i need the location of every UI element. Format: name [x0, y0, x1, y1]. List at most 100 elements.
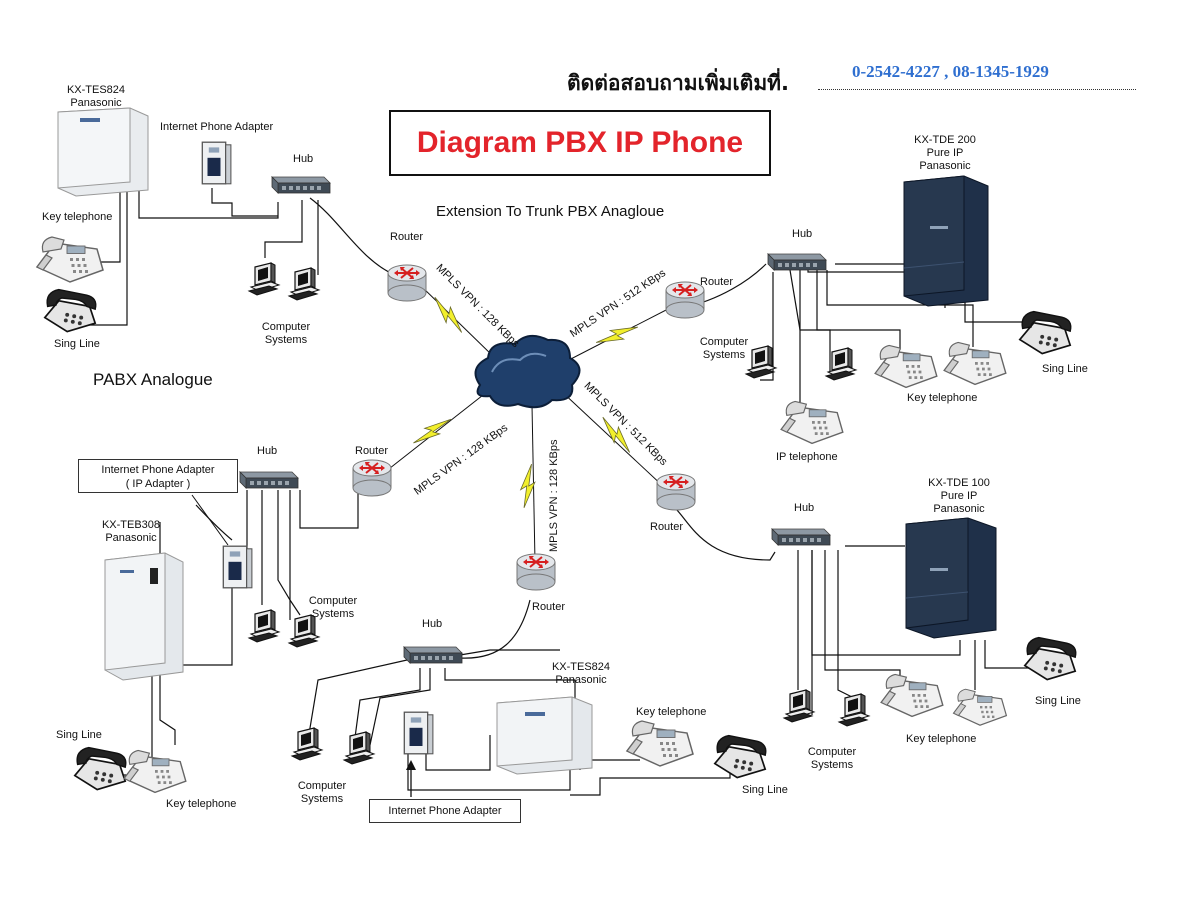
computer-label: Computer — [699, 336, 749, 348]
pbx-brand-label: Panasonic — [933, 503, 985, 515]
computer-label: Computer — [297, 780, 347, 792]
adapter-callout-box: Internet Phone Adapter — [369, 799, 521, 823]
telephone-icon — [713, 734, 767, 779]
key-telephone-icon — [874, 344, 938, 389]
pbx-model-label: KX-TDE 100 — [928, 477, 990, 489]
hub-icon — [771, 528, 831, 546]
contact-phone-numbers[interactable]: 0-2542-4227 , 08-1345-1929 — [852, 62, 1049, 81]
adapter-callout-box: Internet Phone Adapter ( IP Adapter ) — [78, 459, 238, 493]
key-telephone-label: Key telephone — [907, 392, 978, 404]
lightning-icon — [593, 317, 641, 352]
hub-icon — [271, 176, 331, 194]
pbx-model-label: KX-TES824 — [66, 84, 126, 96]
pbx-type-label: Pure IP — [926, 147, 964, 159]
hub-label: Hub — [792, 228, 813, 240]
pbx-brand-label: Panasonic — [919, 160, 971, 172]
pbx-model-label: KX-TDE 200 — [914, 134, 976, 146]
pbx-type-label: Pure IP — [940, 490, 978, 502]
key-telephone-icon — [123, 749, 187, 794]
router-icon — [352, 459, 392, 497]
sing-line-label: Sing Line — [56, 729, 102, 741]
hub-label: Hub — [422, 618, 443, 630]
telephone-icon — [1023, 636, 1077, 681]
contact-dotted-line — [818, 89, 1136, 90]
computer-label: Computer — [308, 595, 358, 607]
telephone-icon — [73, 746, 127, 791]
pbx-icon — [496, 696, 593, 775]
computer-icon — [248, 609, 280, 643]
hub-label: Hub — [257, 445, 278, 457]
adapter-icon — [222, 545, 253, 589]
computer-icon — [291, 727, 323, 761]
pbx-icon — [905, 517, 997, 639]
contact-label: ติดต่อสอบถามเพิ่มเติมที่. — [567, 71, 789, 95]
pbx-icon — [903, 175, 989, 307]
router-label: Router — [390, 231, 424, 243]
adapter-label: Internet Phone Adapter — [388, 805, 502, 817]
key-telephone-icon — [36, 236, 104, 283]
sing-line-label: Sing Line — [54, 338, 100, 350]
router-icon — [516, 553, 556, 591]
hub-label: Hub — [794, 502, 815, 514]
router-label: Router — [650, 521, 684, 533]
title-box: Diagram PBX IP Phone — [389, 110, 771, 176]
pbx-brand-label: Panasonic — [555, 674, 607, 686]
subtitle: Extension To Trunk PBX Anagloue — [436, 203, 665, 220]
cloud-icon — [474, 334, 581, 409]
telephone-icon — [43, 288, 97, 333]
key-telephone-icon — [952, 688, 1008, 726]
adapter-label: Internet Phone Adapter — [160, 121, 274, 133]
pbx-icon — [104, 552, 184, 681]
sing-line-label: Sing Line — [1042, 363, 1088, 375]
pabx-analogue-label: PABX Analogue — [93, 370, 213, 389]
router-label: Router — [532, 601, 566, 613]
adapter-icon — [201, 141, 232, 185]
adapter-label: Internet Phone Adapter — [101, 464, 215, 476]
hub-icon — [767, 253, 827, 271]
key-telephone-label: Key telephone — [166, 798, 237, 810]
callout-arrow — [406, 760, 416, 797]
systems-label: Systems — [311, 608, 355, 620]
pbx-brand-label: Panasonic — [70, 97, 122, 109]
key-telephone-icon — [780, 400, 844, 445]
systems-label: Systems — [810, 759, 854, 771]
hub-icon — [403, 646, 463, 664]
systems-label: Systems — [702, 349, 746, 361]
systems-label: Systems — [264, 334, 308, 346]
pbx-model-label: KX-TES824 — [551, 661, 611, 673]
router-icon — [665, 281, 705, 319]
sing-line-label: Sing Line — [742, 784, 788, 796]
lightning-icon — [410, 411, 454, 451]
pbx-icon — [57, 107, 149, 197]
telephone-icon — [1018, 310, 1072, 355]
key-telephone-icon — [626, 720, 694, 767]
key-telephone-icon — [880, 673, 944, 718]
pbx-brand-label: Panasonic — [105, 532, 157, 544]
sing-line-label: Sing Line — [1035, 695, 1081, 707]
computer-icon — [838, 693, 870, 727]
router-icon — [656, 473, 696, 511]
adapter-icon — [403, 711, 434, 755]
computer-icon — [343, 731, 375, 765]
key-telephone-label: Key telephone — [636, 706, 707, 718]
hub-icon — [239, 471, 299, 489]
computer-label: Computer — [807, 746, 857, 758]
ip-telephone-label: IP telephone — [776, 451, 838, 463]
pbx-model-label: KX-TEB308 — [101, 519, 161, 531]
key-telephone-label: Key telephone — [906, 733, 977, 745]
computer-icon — [288, 267, 320, 301]
computer-icon — [248, 262, 280, 296]
mpls-label: MPLS VPN : 128 KBps — [548, 439, 560, 553]
systems-label: Systems — [300, 793, 344, 805]
router-label: Router — [700, 276, 734, 288]
computer-icon — [783, 689, 815, 723]
page-title: Diagram PBX IP Phone — [416, 126, 744, 159]
mpls-links — [384, 284, 671, 563]
key-telephone-icon — [943, 341, 1007, 386]
computer-label: Computer — [261, 321, 311, 333]
router-label: Router — [355, 445, 389, 457]
hub-label: Hub — [293, 153, 314, 165]
router-icon — [387, 264, 427, 302]
callout-line — [191, 494, 229, 546]
